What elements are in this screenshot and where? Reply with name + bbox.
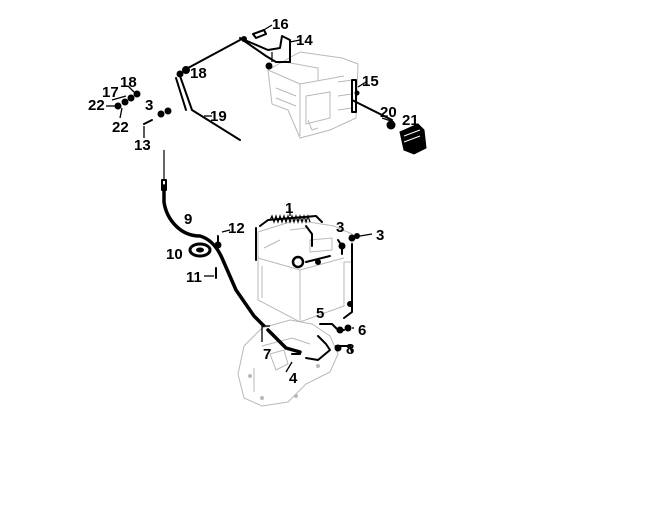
callout-3-upper: 3 <box>145 97 153 114</box>
callout-5: 5 <box>316 305 324 322</box>
part-10-grommet <box>188 242 212 258</box>
upper-frame-ghost <box>267 51 359 139</box>
callout-8: 8 <box>346 341 354 358</box>
callout-16: 16 <box>272 16 289 33</box>
callout-22-b: 22 <box>112 119 129 136</box>
callout-3-mid: 3 <box>336 219 344 236</box>
part-12-clip <box>214 229 231 249</box>
rod-upper <box>187 39 241 69</box>
callout-1: 1 <box>285 200 293 217</box>
callout-10: 10 <box>166 246 183 263</box>
callout-21: 21 <box>402 112 419 129</box>
callout-12: 12 <box>228 220 245 237</box>
callout-7: 7 <box>263 346 271 363</box>
part-16-bolt <box>252 24 273 39</box>
callout-15: 15 <box>362 73 379 90</box>
upper-left-hardware <box>106 66 241 141</box>
callout-18-left: 18 <box>120 74 137 91</box>
lower-frame-ghost <box>257 219 353 323</box>
part-15-bracket <box>351 79 367 113</box>
lower-linkage <box>261 323 354 373</box>
part-1-spring <box>255 208 323 261</box>
callout-14: 14 <box>296 32 313 49</box>
transmission-ghost <box>237 319 339 407</box>
callout-17: 17 <box>102 84 119 101</box>
callout-13: 13 <box>134 137 151 154</box>
lower-lever <box>291 255 331 269</box>
part-9-cable <box>161 150 270 332</box>
part-13-bolt <box>143 107 172 138</box>
callout-20: 20 <box>380 104 397 121</box>
callout-18-upper: 18 <box>190 65 207 82</box>
callout-19: 19 <box>210 108 227 125</box>
callout-6: 6 <box>358 322 366 339</box>
part-21-pedal <box>399 123 427 155</box>
part-14-bracket <box>239 35 291 70</box>
callout-22-a: 22 <box>88 97 105 114</box>
part-20-washer <box>351 99 396 130</box>
callout-9: 9 <box>184 211 192 228</box>
callout-4: 4 <box>289 370 298 387</box>
callout-11: 11 <box>186 269 202 286</box>
lower-right-hardware <box>337 233 373 319</box>
callout-3-right: 3 <box>376 227 384 244</box>
part-11-pin <box>204 267 217 279</box>
leader-14 <box>289 39 301 43</box>
